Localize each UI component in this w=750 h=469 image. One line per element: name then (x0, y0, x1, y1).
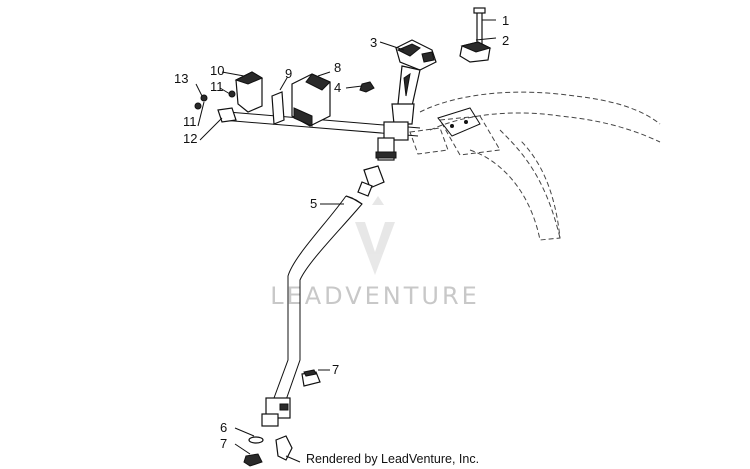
nut-part (359, 81, 375, 93)
callout-7-nut: 7 (220, 436, 227, 451)
switch-housing-part (234, 71, 264, 113)
lower-nut-part (243, 453, 263, 467)
callout-11-upper: 11 (210, 79, 224, 94)
small-screw-part (194, 102, 202, 110)
callout-8: 8 (334, 60, 341, 75)
callout-6: 6 (220, 420, 227, 435)
bracket-part (291, 73, 331, 127)
callout-11-lower: 11 (183, 114, 197, 129)
footer-credit: Rendered by LeadVenture, Inc. (306, 452, 480, 466)
callout-7-seal: 7 (332, 362, 339, 377)
watermark-text: LEADVENTURE (270, 282, 480, 310)
steering-post-part (375, 39, 437, 161)
screw-part (200, 90, 236, 102)
seal-part (301, 369, 321, 387)
watermark-logo (355, 196, 395, 275)
callout-3: 3 (370, 35, 377, 50)
callout-4: 4 (334, 80, 341, 95)
lower-bearing-part (261, 397, 291, 427)
callout-10: 10 (210, 63, 224, 78)
universal-joint-part (357, 165, 385, 197)
handlebar-clamp-part (459, 41, 492, 63)
spacer-part (271, 91, 285, 125)
grip-sleeve-part (217, 107, 237, 123)
callout-9: 9 (285, 66, 292, 81)
tie-rod-end-part (275, 435, 301, 463)
leader-lines (195, 19, 497, 455)
callout-13: 13 (174, 71, 188, 86)
vehicle-frame (409, 91, 661, 241)
steering-shaft-part (271, 195, 363, 415)
callout-2: 2 (502, 33, 509, 48)
washer-part (248, 436, 264, 444)
callout-12: 12 (183, 131, 197, 146)
bolt-part (473, 7, 486, 45)
callout-5: 5 (310, 196, 317, 211)
callout-1: 1 (502, 13, 509, 28)
